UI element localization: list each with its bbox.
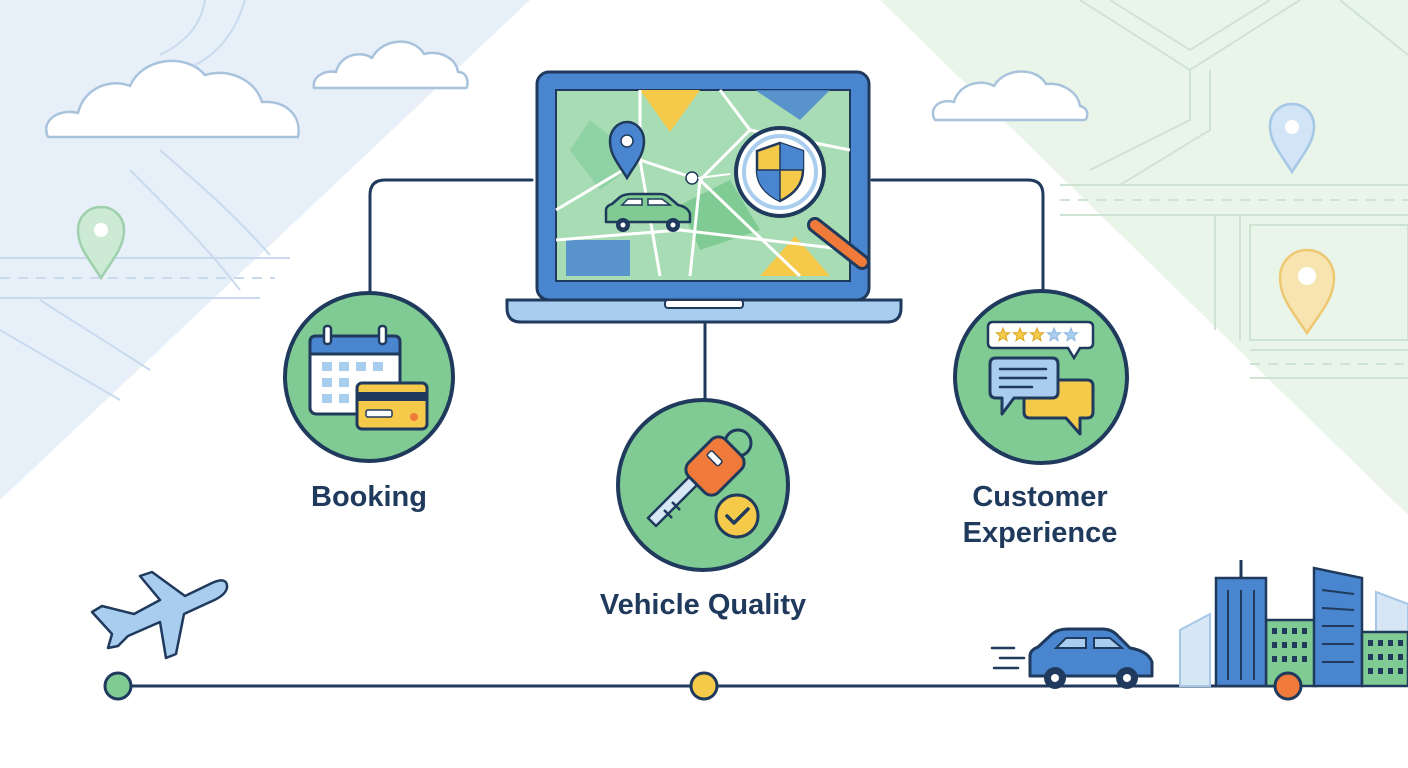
timeline-milestone-start bbox=[103, 671, 133, 701]
cloud-icon bbox=[931, 70, 1089, 122]
background bbox=[0, 0, 1408, 515]
connector-customer-experience bbox=[870, 178, 1045, 294]
map-pin-icon bbox=[76, 205, 126, 281]
cloud-icon bbox=[312, 40, 469, 90]
vehicle-quality-node bbox=[616, 398, 790, 572]
map-pin-icon bbox=[1278, 248, 1336, 336]
shield-icon bbox=[755, 141, 805, 203]
timeline-milestone-middle bbox=[689, 671, 719, 701]
customer-experience-node bbox=[953, 289, 1129, 465]
star-filled-icon bbox=[1011, 326, 1029, 342]
key-icon bbox=[646, 428, 753, 528]
vehicle-quality-label-text: Vehicle Quality bbox=[599, 589, 807, 621]
credit-card-icon bbox=[355, 381, 429, 431]
customer-experience-label-line1: Customer bbox=[972, 481, 1108, 513]
star-filled-icon bbox=[1028, 326, 1046, 342]
background-right-roads bbox=[1060, 0, 1408, 379]
booking-label: Booking bbox=[269, 479, 469, 515]
star-empty-icon bbox=[1045, 326, 1063, 342]
connector-lines bbox=[368, 178, 1045, 400]
car-icon bbox=[604, 192, 692, 232]
chat-bubble-icon bbox=[988, 356, 1060, 416]
rating-bubble-icon bbox=[986, 320, 1095, 361]
moving-car-icon bbox=[990, 627, 1154, 689]
checkmark-icon bbox=[714, 493, 760, 539]
cloud-icon bbox=[45, 59, 300, 139]
map-pin-icon bbox=[1268, 102, 1316, 175]
city-skyline-icon bbox=[1179, 560, 1408, 688]
magnifier-icon bbox=[734, 126, 870, 270]
laptop-icon bbox=[505, 70, 903, 324]
airplane-icon bbox=[90, 570, 229, 660]
booking-node bbox=[283, 291, 455, 463]
customer-experience-label: Customer Experience bbox=[920, 479, 1160, 551]
customer-experience-label-line2: Experience bbox=[962, 517, 1118, 549]
calendar-icon bbox=[308, 324, 402, 416]
star-empty-icon bbox=[1062, 326, 1080, 342]
booking-label-text: Booking bbox=[311, 481, 427, 513]
location-pin-icon bbox=[608, 120, 646, 181]
timeline bbox=[103, 671, 1290, 701]
timeline-milestone-end bbox=[1273, 671, 1303, 701]
background-right-panel bbox=[880, 0, 1408, 515]
rating-stars bbox=[994, 326, 1080, 342]
star-filled-icon bbox=[994, 326, 1012, 342]
connector-booking bbox=[368, 178, 534, 294]
background-left-roads bbox=[0, 0, 290, 401]
vehicle-quality-label: Vehicle Quality bbox=[553, 587, 853, 623]
